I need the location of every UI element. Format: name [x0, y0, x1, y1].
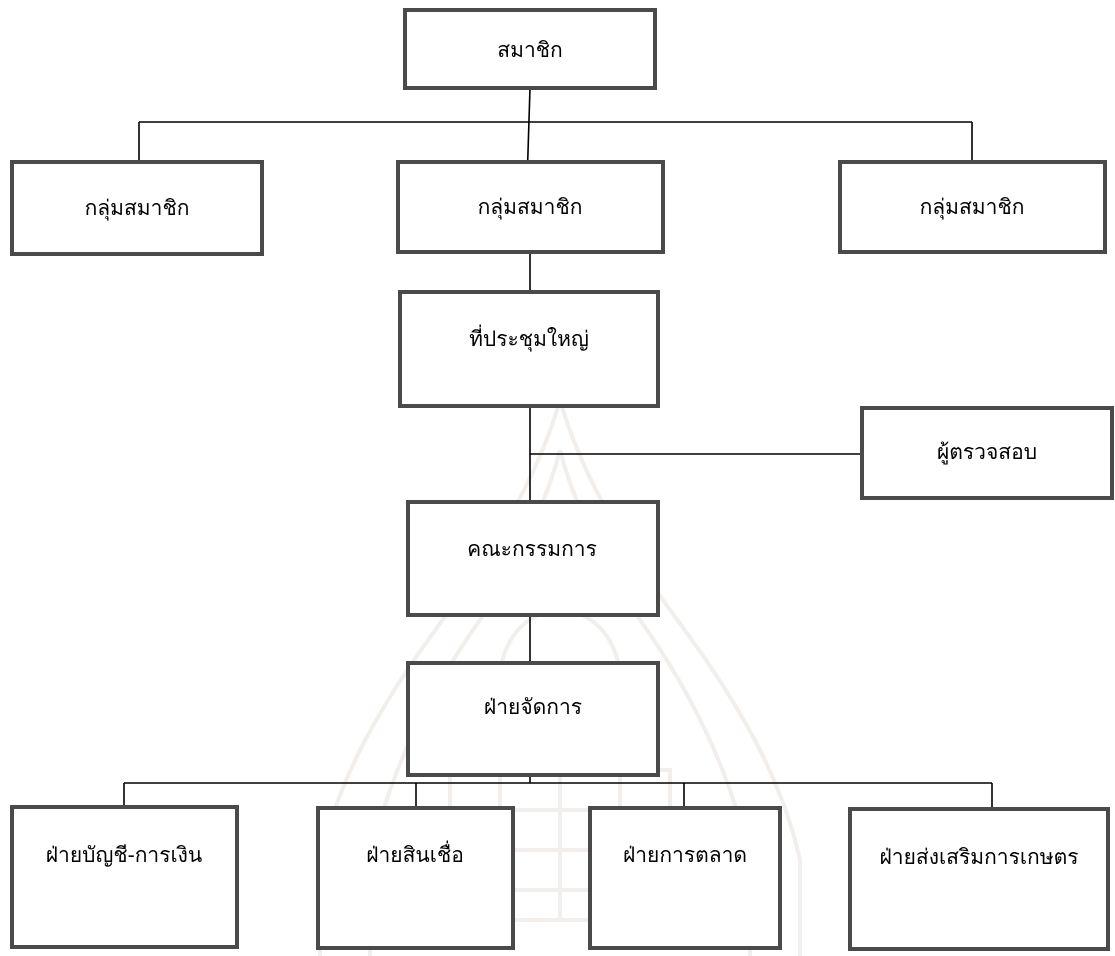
node-general-meeting: ที่ประชุมใหญ่: [398, 290, 660, 408]
node-dept-credit-label: ฝ่ายสินเชื่อ: [366, 840, 464, 867]
node-dept-accounting-label: ฝ่ายบัญชี-การเงิน: [46, 843, 203, 867]
node-dept-agriculture-label: ฝ่ายส่งเสริมการเกษตร: [879, 845, 1078, 869]
connectors: [123, 87, 993, 809]
node-committee-label: คณะกรรมการ: [467, 537, 597, 561]
node-group-center: กลุ่มสมาชิก: [396, 160, 665, 254]
node-group-center-label: กลุ่มสมาชิก: [478, 195, 583, 220]
node-general-meeting-label: ที่ประชุมใหญ่: [469, 324, 589, 352]
node-committee: คณะกรรมการ: [406, 500, 660, 617]
node-management-label: ฝ่ายจัดการ: [484, 695, 582, 719]
node-dept-credit: ฝ่ายสินเชื่อ: [316, 806, 515, 950]
node-auditor: ผู้ตรวจสอบ: [860, 406, 1114, 500]
node-management: ฝ่ายจัดการ: [406, 661, 660, 777]
node-group-left-label: กลุ่มสมาชิก: [85, 196, 190, 221]
node-group-right-label: กลุ่มสมาชิก: [920, 195, 1025, 220]
node-dept-marketing-label: ฝ่ายการตลาด: [623, 843, 747, 867]
node-auditor-label: ผู้ตรวจสอบ: [937, 440, 1037, 465]
node-dept-accounting: ฝ่ายบัญชี-การเงิน: [10, 805, 239, 949]
node-members: สมาชิก: [403, 8, 657, 90]
node-dept-agriculture: ฝ่ายส่งเสริมการเกษตร: [848, 807, 1110, 951]
node-group-right: กลุ่มสมาชิก: [838, 160, 1107, 254]
node-dept-marketing: ฝ่ายการตลาด: [588, 806, 782, 950]
node-members-label: สมาชิก: [497, 38, 562, 62]
node-group-left: กลุ่มสมาชิก: [10, 160, 264, 256]
